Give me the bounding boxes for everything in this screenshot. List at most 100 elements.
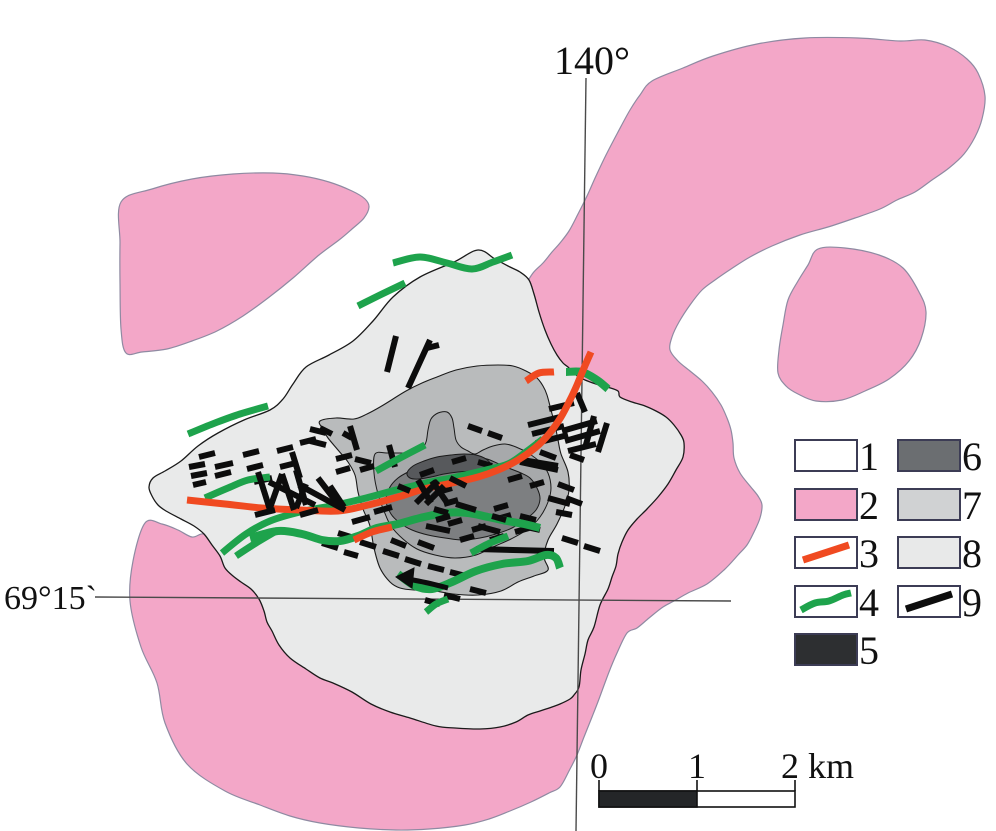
dike-segment (568, 452, 586, 463)
arrow-head (395, 567, 415, 589)
dike-segment (190, 470, 208, 479)
fault-sw-short (352, 523, 393, 544)
legend-number-5: 5 (859, 628, 879, 673)
dike-segment (493, 502, 509, 512)
green-sw-short (234, 526, 280, 559)
main-fault (186, 350, 595, 515)
dike-segment (486, 430, 504, 441)
meridian-line (575, 77, 587, 831)
legend-line-3 (801, 541, 851, 564)
dike-segment (567, 441, 597, 454)
legend-number-2: 2 (859, 483, 879, 528)
dike-segment (343, 549, 359, 559)
dike-segment (242, 448, 260, 458)
legend-number-6: 6 (962, 434, 982, 479)
dike-segment (405, 338, 433, 390)
dike-segment (433, 506, 449, 516)
dike-segment (466, 423, 484, 434)
dike-segment (477, 459, 493, 469)
scalebar-filled-half (598, 790, 698, 808)
dike-segment (564, 428, 601, 444)
dike-segment (556, 481, 576, 493)
scalebar-label-2: 2 km (781, 746, 854, 786)
pink-west-lobe (117, 172, 370, 356)
dike-segment (354, 456, 372, 466)
dike-segment (519, 459, 559, 473)
dike-segment (507, 473, 523, 483)
dike-segment (293, 482, 309, 510)
dike-segment (435, 513, 451, 523)
dike-segment (188, 461, 206, 470)
scalebar-label-0: 0 (590, 746, 608, 786)
dike-segment (373, 504, 393, 515)
dike-segment (455, 501, 477, 513)
dike-segment (429, 479, 451, 506)
dike-segment (443, 592, 461, 602)
scale-bar: 0 1 2 km (590, 746, 854, 808)
dike-segment (347, 425, 360, 451)
dikes-layer-over (254, 451, 507, 551)
fault-dash-ne (524, 368, 555, 385)
dike-segment (547, 495, 571, 507)
dike-segment (491, 513, 507, 523)
dike-segment (299, 507, 319, 518)
scalebar-label-1: 1 (688, 746, 706, 786)
green-top-wavy (392, 251, 514, 273)
dike-segment (267, 479, 317, 508)
dike-segment (198, 450, 216, 460)
dike-segment (382, 548, 400, 559)
dike-segment (418, 467, 436, 478)
dike-segment (359, 463, 375, 473)
legend-line-9 (904, 590, 954, 613)
green-upper-short (356, 279, 407, 310)
dike-segment (276, 444, 294, 454)
longitude-label: 140° (554, 38, 630, 83)
dike-segment (527, 414, 561, 428)
green-core-short (469, 532, 510, 557)
green-left-upper (186, 402, 269, 438)
legend-swatch-1 (794, 439, 858, 472)
legend-swatch-2 (794, 488, 858, 521)
legend-number-9: 9 (962, 580, 982, 625)
legend-number-8: 8 (962, 531, 982, 576)
dike-segment (335, 452, 353, 462)
parallel-line (94, 596, 732, 602)
green-bottom-wave (395, 550, 564, 594)
green-ne-cross (565, 367, 611, 393)
dike-segment (426, 342, 440, 351)
dike-segment (299, 436, 317, 446)
dike-segment (427, 563, 445, 573)
dike-segment (255, 471, 273, 511)
dike-segment (469, 586, 487, 596)
dike-segment (451, 455, 467, 465)
dike-segment (214, 460, 234, 470)
dike-segment (425, 523, 451, 534)
dike-segment (448, 475, 468, 489)
legend-number-3: 3 (859, 531, 879, 576)
legend-swatch-6 (897, 439, 961, 472)
dike-segment (335, 465, 351, 475)
orange-faults (186, 350, 595, 544)
dike-segment (595, 422, 610, 453)
legend-swatch-8 (897, 536, 961, 569)
dike-segment (254, 507, 276, 518)
legend-number-4: 4 (859, 580, 879, 625)
dike-segment (538, 449, 558, 461)
dike-segment (475, 546, 555, 554)
legend-line-4 (799, 589, 852, 614)
dike-segment (583, 543, 601, 554)
dike-segment (519, 513, 537, 523)
dike-segment (389, 537, 408, 549)
dike-segment (574, 391, 588, 414)
dike-segment (555, 509, 573, 518)
dike-segment (415, 478, 434, 505)
green-mid-short (374, 441, 427, 475)
dike-segment (447, 517, 463, 527)
pink-granite-areas (117, 36, 986, 831)
green-bottom-tick (423, 595, 450, 615)
dike-segment (267, 473, 285, 509)
legend-number-1: 1 (859, 434, 879, 479)
coordinate-grid (94, 77, 732, 831)
